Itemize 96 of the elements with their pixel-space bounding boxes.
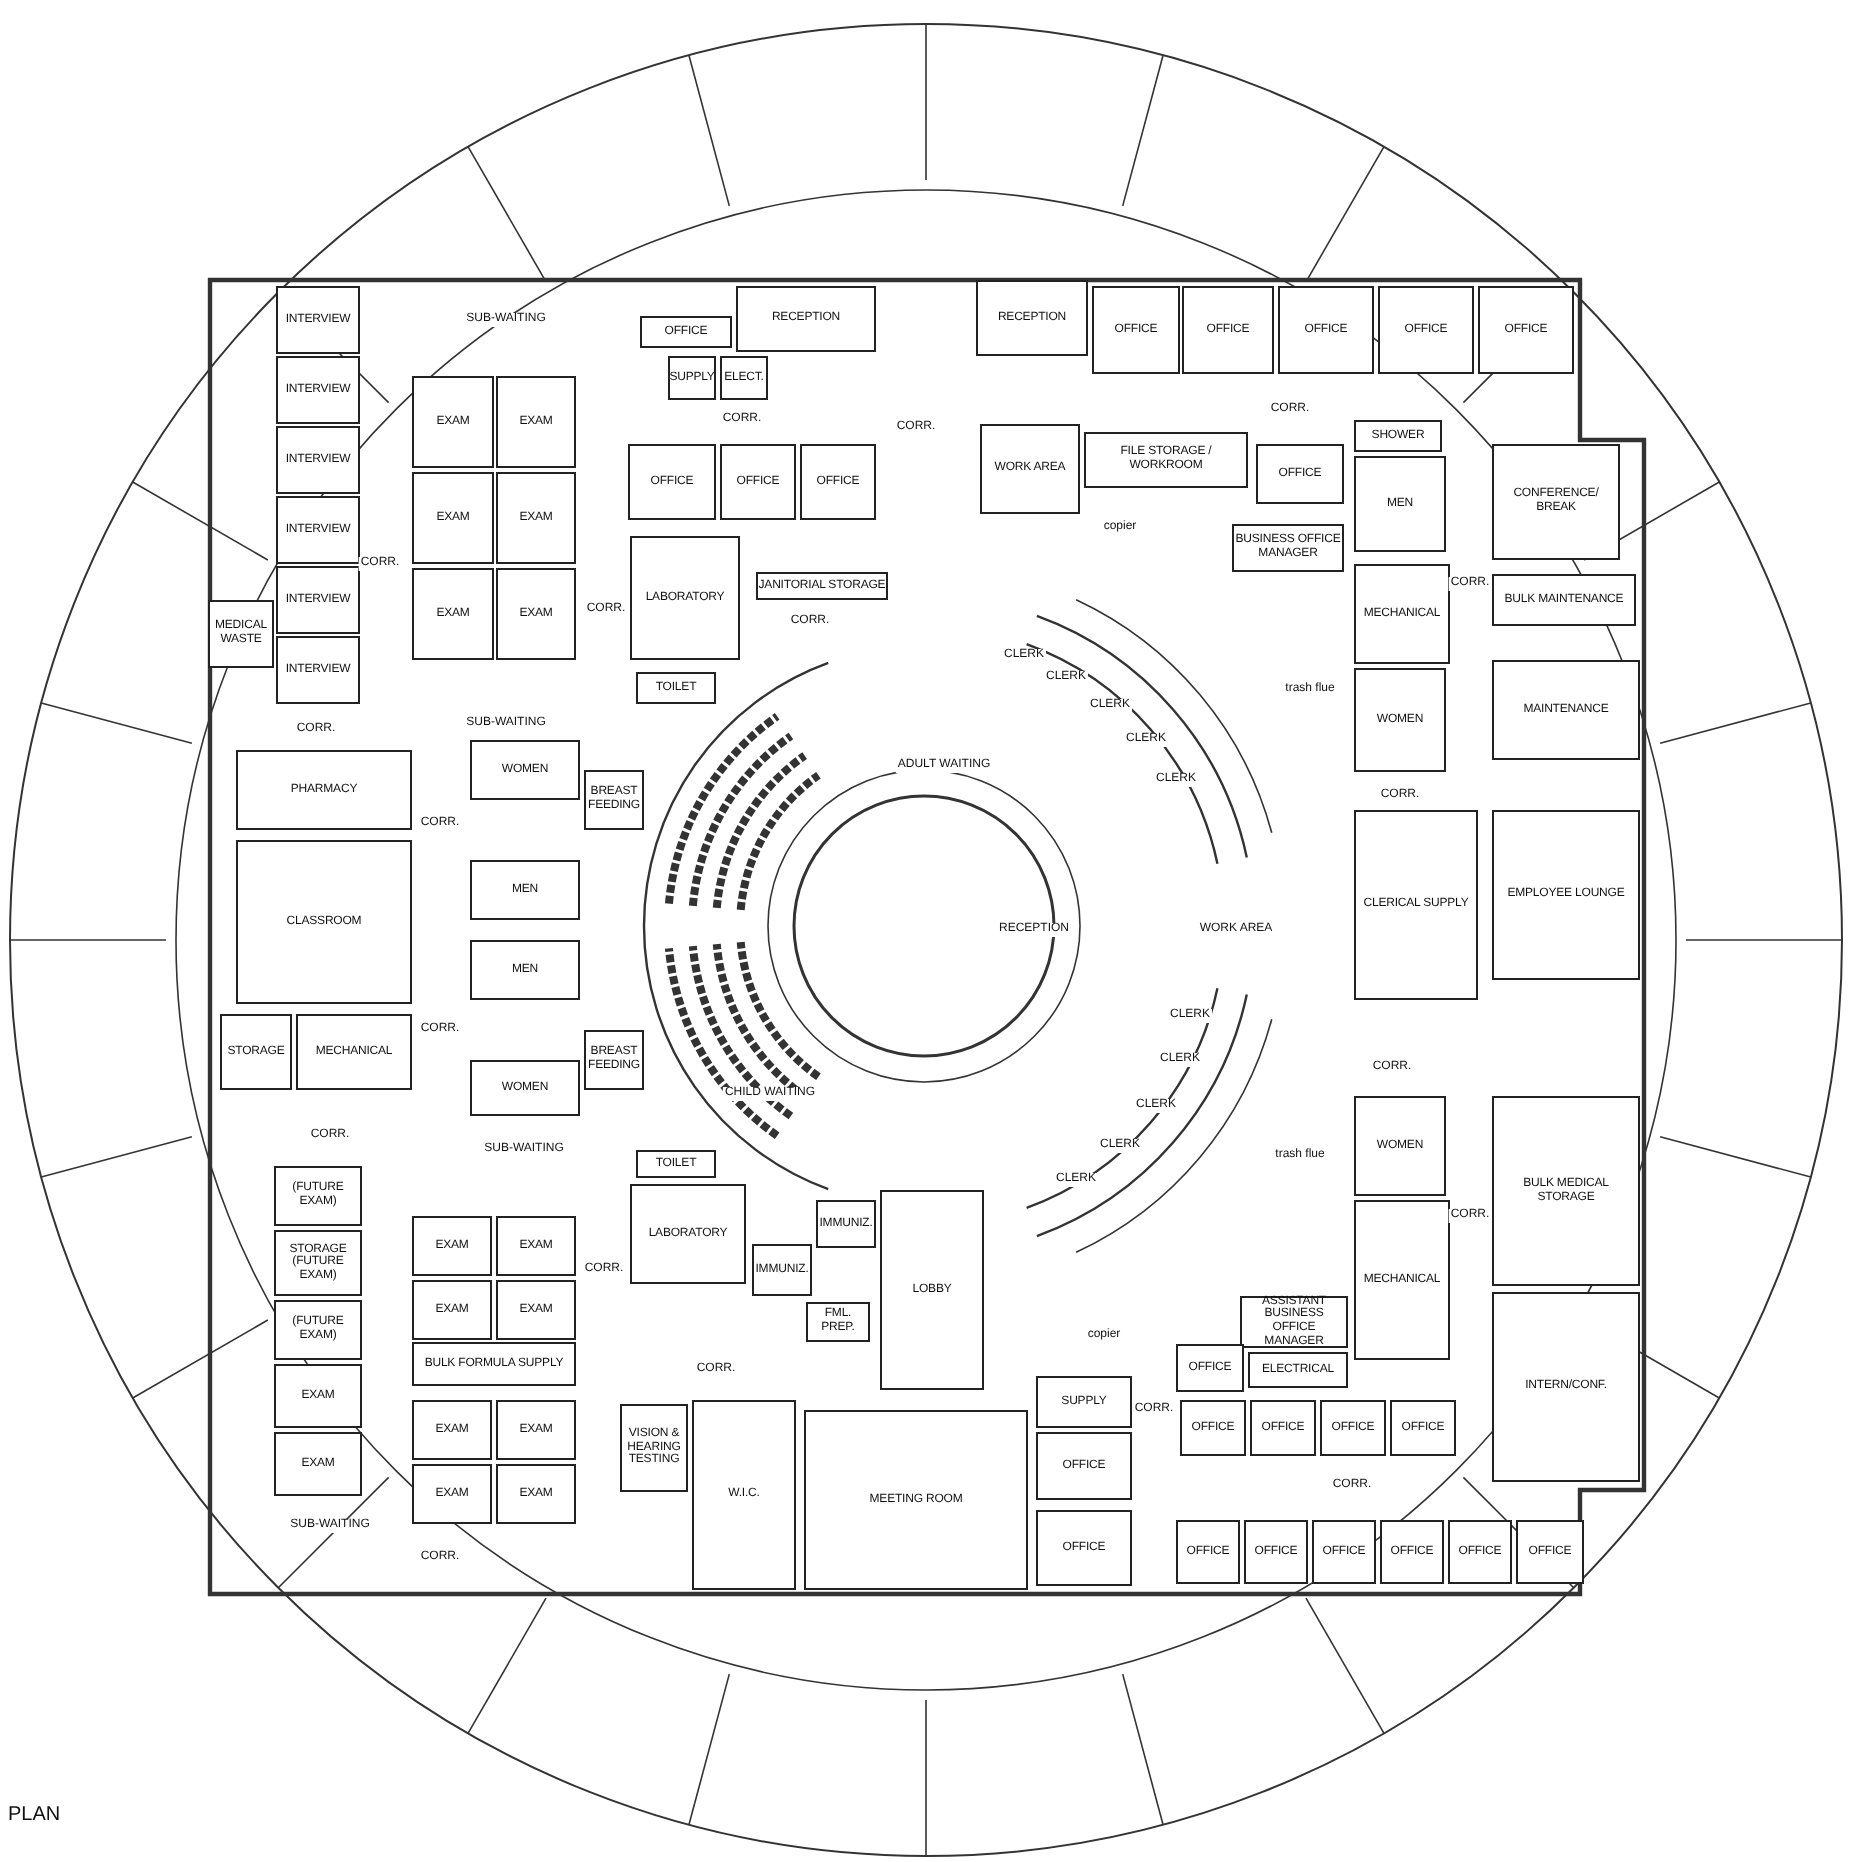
room (1176, 1344, 1244, 1392)
room (208, 600, 274, 668)
room (630, 536, 740, 660)
room (806, 1302, 870, 1342)
room (720, 356, 768, 400)
room (412, 1280, 492, 1340)
room (1084, 432, 1248, 488)
room (1256, 444, 1344, 504)
room (1492, 810, 1640, 980)
room (412, 376, 494, 468)
room (636, 1150, 716, 1178)
room (470, 940, 580, 1000)
room (412, 1464, 492, 1524)
room (630, 1184, 746, 1284)
room (816, 1200, 876, 1248)
room (1036, 1510, 1132, 1586)
room (1036, 1432, 1132, 1500)
room (276, 566, 360, 634)
room (1092, 286, 1180, 374)
room (756, 572, 888, 600)
room (274, 1300, 362, 1360)
room (496, 376, 576, 468)
room (1176, 1520, 1240, 1584)
room (1354, 810, 1478, 1000)
room (1448, 1520, 1512, 1584)
room (412, 1400, 492, 1460)
room (1036, 1376, 1132, 1428)
room (736, 286, 876, 352)
room (800, 444, 876, 520)
room (1320, 1400, 1386, 1456)
room (1182, 286, 1274, 374)
room (620, 1404, 688, 1492)
room (628, 444, 716, 520)
room (470, 860, 580, 920)
room (470, 1060, 580, 1116)
room (276, 356, 360, 424)
room (1240, 1296, 1348, 1348)
room (1248, 1352, 1348, 1388)
room (804, 1410, 1028, 1590)
room (1354, 1200, 1450, 1360)
room (274, 1364, 362, 1428)
room (1478, 286, 1574, 374)
room (496, 1464, 576, 1524)
room (276, 286, 360, 354)
room (220, 1014, 292, 1090)
room (1492, 1292, 1640, 1482)
room (412, 568, 494, 660)
room (276, 426, 360, 494)
room (692, 1400, 796, 1590)
room (1354, 456, 1446, 552)
room (1312, 1520, 1376, 1584)
room (274, 1166, 362, 1226)
room (1250, 1400, 1316, 1456)
room (640, 316, 732, 348)
room (880, 1190, 984, 1390)
room (584, 1030, 644, 1090)
room (412, 472, 494, 564)
room (496, 1280, 576, 1340)
room (470, 740, 580, 800)
room (1278, 286, 1374, 374)
room (276, 636, 360, 704)
plan-caption: PLAN (8, 1804, 61, 1826)
room (1390, 1400, 1456, 1456)
room (1492, 1096, 1640, 1286)
room (1354, 420, 1442, 452)
room (668, 356, 716, 400)
room (752, 1244, 812, 1296)
room (1378, 286, 1474, 374)
room (1492, 444, 1620, 560)
room (496, 1216, 576, 1276)
room (1354, 668, 1446, 772)
room (584, 770, 644, 830)
room (1232, 524, 1344, 572)
room (236, 840, 412, 1004)
room (412, 1216, 492, 1276)
room (496, 568, 576, 660)
room (1354, 564, 1450, 664)
room (636, 672, 716, 704)
room (1354, 1096, 1446, 1196)
room (274, 1230, 362, 1296)
room (296, 1014, 412, 1090)
room (1180, 1400, 1246, 1456)
room (1492, 574, 1636, 626)
room (720, 444, 796, 520)
room (976, 280, 1088, 356)
room (980, 424, 1080, 514)
room (1516, 1520, 1584, 1584)
room (276, 496, 360, 564)
room (412, 1342, 576, 1386)
room (274, 1432, 362, 1496)
room (1492, 660, 1640, 760)
room (1244, 1520, 1308, 1584)
room (496, 1400, 576, 1460)
room (236, 750, 412, 830)
room (496, 472, 576, 564)
room (1380, 1520, 1444, 1584)
